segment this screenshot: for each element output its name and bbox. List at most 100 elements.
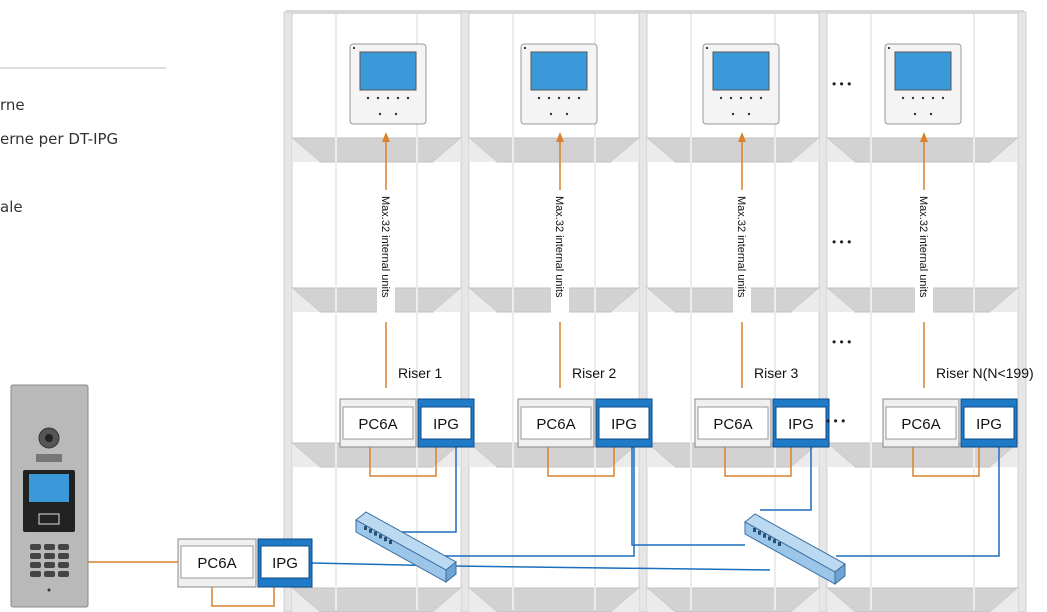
monitor-button (577, 96, 581, 100)
monitor-button (406, 96, 410, 100)
units-label-bg (377, 190, 395, 322)
floor-slab-edge (990, 138, 1018, 162)
riser-label: Riser 3 (754, 365, 799, 381)
ipg-face (775, 406, 827, 440)
monitor-button (747, 112, 751, 116)
floor-slab-edge (469, 443, 497, 467)
ellipsis-units: • • • (832, 235, 851, 249)
monitor-button (376, 96, 380, 100)
building-pillar (1017, 11, 1027, 612)
switch-port (384, 537, 387, 542)
monitor-button (378, 112, 382, 116)
floor-slab-edge (647, 588, 675, 612)
keypad-key (58, 544, 69, 550)
ipg-face (260, 545, 310, 579)
floor-slab-edge (433, 138, 461, 162)
switch-side (834, 562, 846, 586)
floor-slab (645, 587, 821, 612)
network-switch-1 (355, 511, 457, 584)
floor-slab (290, 287, 463, 313)
monitor-button (537, 96, 541, 100)
floor-slab-edge (827, 288, 855, 312)
pc6a-face (520, 406, 592, 440)
floor-slab-edge (611, 138, 639, 162)
floor-slab-edge (611, 288, 639, 312)
monitor-led (888, 47, 890, 49)
pc-ipg-loop (912, 447, 980, 477)
pc6a-face (697, 406, 769, 440)
monitor-button (901, 96, 905, 100)
floor-slab-edge (791, 443, 819, 467)
floor-slab-edge (469, 138, 497, 162)
ellipsis-devices: • • • (826, 414, 845, 428)
floor-slab (645, 137, 821, 163)
floor-slab-edge (827, 443, 855, 467)
ellipsis-risers: • • • (832, 335, 851, 349)
pc6a-face (885, 406, 957, 440)
floor-slab (467, 137, 641, 163)
entrance-devices: PC6A IPG (177, 538, 313, 588)
network-switch-2 (744, 513, 846, 586)
floor-slab-edge (292, 443, 320, 467)
monitor-button (749, 96, 753, 100)
monitor-screen (530, 51, 588, 91)
network-line (760, 447, 812, 511)
door-station-led (47, 588, 51, 592)
monitor-button (557, 96, 561, 100)
keypad-key (44, 571, 55, 577)
entrance-loop (211, 587, 275, 607)
card-reader-icon (38, 513, 60, 525)
floor-slab-edge (469, 288, 497, 312)
pc6a-face (342, 406, 414, 440)
monitor-screen (894, 51, 952, 91)
floor-slab-edge (292, 588, 320, 612)
ipg-label: IPG (272, 555, 298, 572)
floor-slab-edge (827, 138, 855, 162)
building-pillar (818, 11, 828, 612)
monitor-button (366, 96, 370, 100)
units-label: Max.32 internal units (379, 196, 391, 298)
building-pillar (283, 11, 293, 612)
floor-slab-edge (433, 588, 461, 612)
monitor-button (394, 112, 398, 116)
switch-port (369, 528, 372, 533)
ellipsis-monitors: • • • (832, 77, 851, 91)
riser-label: Riser N(N<199) (936, 365, 1034, 381)
pc6a-face (180, 545, 254, 579)
switch-port (379, 534, 382, 539)
switch-port (758, 530, 761, 535)
keypad-key (30, 571, 41, 577)
riser-arrow (556, 132, 564, 142)
units-label-bg (733, 190, 751, 322)
floor-slab-edge (292, 138, 320, 162)
monitor-button (565, 112, 569, 116)
units-label-bg (915, 190, 933, 322)
switch-port (389, 540, 392, 544)
switch-port (778, 542, 781, 546)
pc6a-label: PC6A (536, 416, 575, 433)
wiring (88, 132, 1000, 607)
ipg-face (420, 406, 472, 440)
monitor-led (706, 47, 708, 49)
keypad-key (44, 544, 55, 550)
pc6a-label: PC6A (901, 416, 940, 433)
riser-arrow (920, 132, 928, 142)
keypad-key (58, 553, 69, 559)
switch-port (374, 531, 377, 536)
monitor-button (719, 96, 723, 100)
monitor-led (524, 47, 526, 49)
ipg-label: IPG (611, 416, 637, 433)
camera-lens (45, 434, 53, 442)
keypad-key (58, 562, 69, 568)
door-station (10, 384, 89, 608)
monitor-led (353, 47, 355, 49)
riser-label: Riser 1 (398, 365, 443, 381)
floor-slab-edge (647, 138, 675, 162)
pc6a-label: PC6A (197, 555, 236, 572)
switch-port (364, 526, 367, 530)
units-label: Max.32 internal units (735, 196, 747, 298)
